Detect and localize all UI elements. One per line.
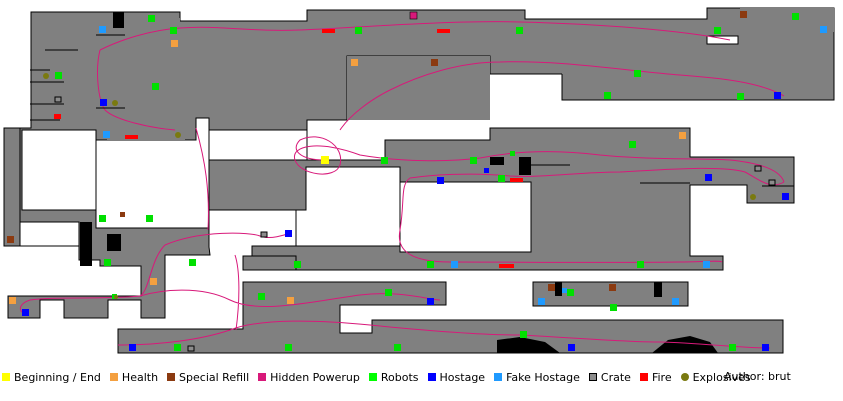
legend-item-health: Health	[109, 370, 159, 384]
lower-floor	[117, 281, 784, 354]
legend-item-robot: Robots	[368, 370, 419, 384]
route-path	[19, 21, 785, 349]
legend-item-explosives: Explosives	[680, 370, 751, 384]
author-credit: Author: brut	[724, 370, 791, 383]
legend-label: Hidden Powerup	[270, 370, 360, 384]
refill-swatch-icon	[167, 373, 176, 381]
main-level-floor	[3, 7, 835, 319]
powerup-swatch-icon	[258, 373, 267, 381]
explosives-swatch-icon	[680, 373, 689, 381]
legend-item-start: Beginning / End	[2, 371, 101, 384]
legend-item-fake_hostage: Fake Hostage	[494, 371, 580, 384]
lower-right-room	[532, 281, 689, 307]
legend-item-refill: Special Refill	[167, 371, 249, 384]
crate-swatch-icon	[588, 373, 597, 381]
legend-item-fire: Fire	[639, 370, 672, 384]
legend-item-powerup: Hidden Powerup	[258, 371, 360, 384]
level-map	[3, 7, 835, 354]
legend-item-crate: Crate	[588, 370, 631, 384]
start-marker	[321, 156, 329, 164]
legend-label: Health	[121, 370, 159, 384]
legend-label: Fake Hostage	[506, 370, 580, 384]
fake_hostage-swatch-icon	[494, 373, 503, 381]
hostage-swatch-icon	[427, 373, 436, 381]
robot-swatch-icon	[368, 373, 377, 381]
health-swatch-icon	[109, 373, 118, 381]
legend-label: Robots	[380, 370, 419, 384]
floor-hole	[399, 181, 532, 253]
fire-swatch-icon	[639, 373, 648, 381]
start-swatch-icon	[2, 373, 10, 381]
map-legend: Beginning / End Health Special Refill Hidde…	[2, 369, 760, 385]
legend-item-hostage: Hostage	[427, 370, 486, 384]
floor-hole	[21, 129, 97, 211]
legend-label: Hostage	[439, 370, 486, 384]
legend-label: Explosives	[692, 370, 751, 384]
legend-label: Beginning / End	[14, 370, 101, 384]
legend-label: Fire	[651, 370, 672, 384]
legend-label: Special Refill	[179, 370, 250, 384]
legend-label: Crate	[600, 370, 631, 384]
